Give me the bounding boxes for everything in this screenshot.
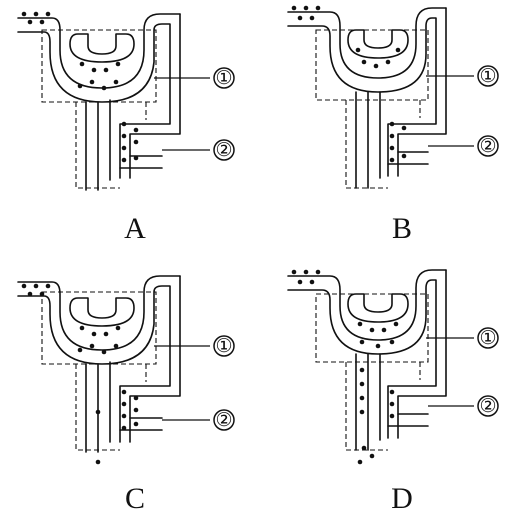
marker-1-circle [213, 335, 235, 357]
panel-caption: B [391, 212, 412, 245]
panel-b: ① ② B [260, 0, 519, 260]
panel-caption: A [124, 212, 146, 245]
marker-1-label: ① [215, 67, 232, 89]
panel-c-drawing: ① ② [17, 275, 235, 465]
marker-1-label: ① [215, 335, 232, 357]
molecule-dots [291, 5, 407, 163]
molecule-dots [291, 269, 399, 465]
marker-1-circle [213, 67, 235, 89]
marker-1-circle [477, 65, 499, 87]
panel-d: ① ② D [260, 262, 519, 522]
panel-a: ① ② A [0, 0, 259, 260]
marker-2-circle [213, 139, 235, 161]
marker-2-circle [477, 395, 499, 417]
panel-a-drawing: ① ② [17, 11, 235, 191]
panel-d-drawing: ① ② [287, 269, 499, 465]
molecule-dots [21, 11, 139, 163]
panel-caption: C [124, 482, 145, 515]
marker-2-label: ② [215, 139, 232, 161]
marker-2-circle [477, 135, 499, 157]
marker-1-label: ① [479, 327, 496, 349]
panel-b-drawing: ① ② [287, 5, 499, 189]
panel-caption: D [391, 482, 413, 515]
panel-c: ① ② C [0, 262, 259, 522]
marker-2-label: ② [479, 395, 496, 417]
marker-2-circle [213, 409, 235, 431]
marker-2-label: ② [479, 135, 496, 157]
marker-1-circle [477, 327, 499, 349]
molecule-dots [21, 283, 139, 465]
marker-1-label: ① [479, 65, 496, 87]
marker-2-label: ② [215, 409, 232, 431]
